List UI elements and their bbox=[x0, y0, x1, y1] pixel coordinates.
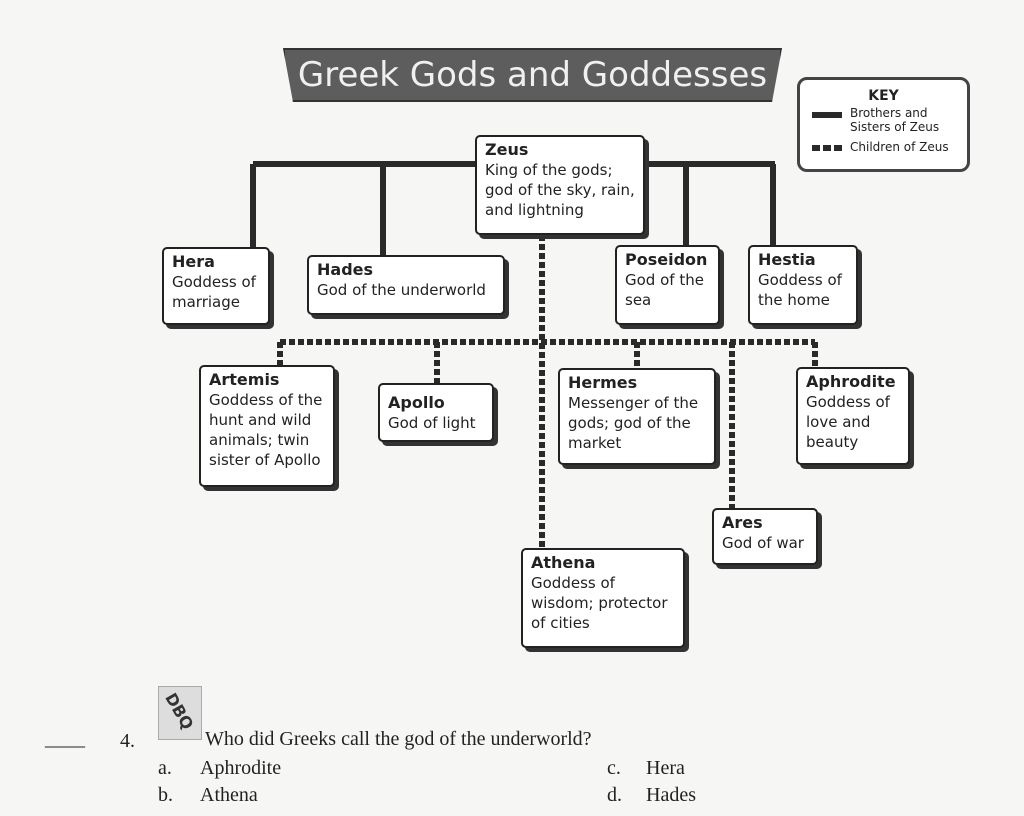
dbq-icon: DBQ bbox=[158, 686, 202, 740]
god-desc: Goddess of the hunt and wild animals; tw… bbox=[209, 391, 323, 469]
solid-line-icon bbox=[812, 112, 842, 118]
option-b-letter: b. bbox=[158, 784, 173, 806]
god-desc: Goddess of the home bbox=[758, 271, 842, 309]
legend-solid-label: Brothers and Sisters of Zeus bbox=[850, 106, 940, 134]
option-d-letter: d. bbox=[607, 784, 622, 806]
option-c[interactable]: Hera bbox=[646, 757, 685, 779]
legend: KEY Brothers and Sisters of Zeus Childre… bbox=[797, 77, 970, 172]
god-name: Aphrodite bbox=[806, 372, 896, 391]
question-number: 4. bbox=[120, 730, 135, 752]
option-d[interactable]: Hades bbox=[646, 784, 696, 806]
question-text: Who did Greeks call the god of the under… bbox=[205, 728, 592, 750]
dashed-line-icon bbox=[812, 145, 842, 151]
option-a-letter: a. bbox=[158, 757, 172, 779]
god-name: Hera bbox=[172, 252, 215, 271]
option-b[interactable]: Athena bbox=[200, 784, 258, 806]
option-a[interactable]: Aphrodite bbox=[200, 757, 282, 779]
god-desc: Messenger of the gods; god of the market bbox=[568, 394, 699, 452]
children-line bbox=[277, 235, 818, 548]
god-name: Artemis bbox=[209, 370, 280, 389]
god-desc: God of the underworld bbox=[317, 281, 486, 299]
option-c-letter: c. bbox=[607, 757, 621, 779]
legend-dashed-label: Children of Zeus bbox=[850, 140, 949, 154]
god-desc: Goddess of love and beauty bbox=[806, 393, 890, 451]
legend-heading: KEY bbox=[868, 88, 899, 104]
answer-blank[interactable]: ____ bbox=[45, 728, 85, 750]
god-name: Apollo bbox=[388, 393, 445, 412]
god-desc: God of the sea bbox=[625, 271, 704, 309]
dbq-icon-text: DBQ bbox=[161, 689, 198, 733]
god-name: Zeus bbox=[485, 140, 529, 159]
god-desc: Goddess of marriage bbox=[172, 273, 256, 311]
god-name: Ares bbox=[722, 513, 763, 532]
god-name: Hades bbox=[317, 260, 374, 279]
god-desc: Goddess of wisdom; protector of cities bbox=[531, 574, 668, 632]
god-name: Athena bbox=[531, 553, 596, 572]
god-name: Hermes bbox=[568, 373, 638, 392]
god-desc: God of light bbox=[388, 414, 476, 432]
god-desc: King of the gods; god of the sky, rain, … bbox=[485, 161, 635, 219]
title-banner: Greek Gods and Goddesses bbox=[283, 48, 782, 102]
god-desc: God of war bbox=[722, 534, 804, 552]
god-name: Hestia bbox=[758, 250, 816, 269]
god-name: Poseidon bbox=[625, 250, 708, 269]
